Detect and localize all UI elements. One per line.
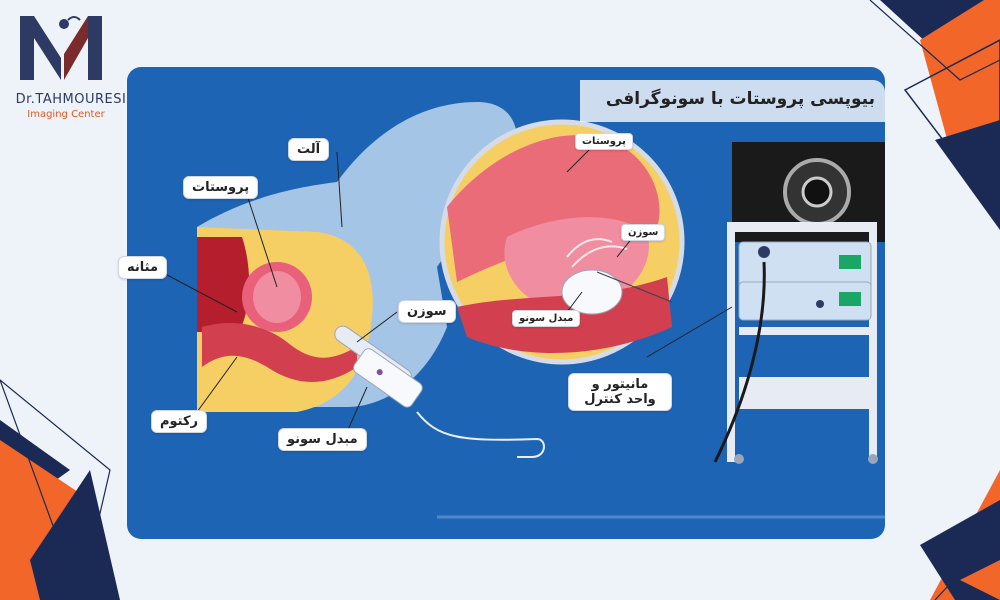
label-zoom-prostate: پروستات (575, 133, 633, 150)
label-transducer: مبدل سونو (278, 428, 367, 451)
label-bladder: مثانه (118, 256, 168, 279)
logo: Dr.TAHMOURESI Imaging Center (6, 8, 126, 128)
illustration-panel (127, 67, 885, 539)
control-unit-bottom (738, 281, 872, 321)
label-prostate: پروستات (183, 176, 259, 199)
prostate-biopsy-illustration (151, 102, 885, 519)
logo-brand-text: Dr.TAHMOURESI (15, 92, 127, 107)
label-zoom-transducer: مبدل سونو (512, 310, 581, 327)
transducer-probe-icon (334, 325, 423, 408)
cart-shelf (739, 377, 871, 409)
label-monitor-control-unit: مانیتور و واحد کنترل (568, 373, 672, 411)
page-title: بیوپسی پروستات با سونوگرافی (580, 80, 885, 122)
page-title-text: بیوپسی پروستات با سونوگرافی (605, 89, 875, 109)
logo-subtitle: Imaging Center (27, 109, 105, 120)
label-rectum: رکتوم (151, 410, 208, 433)
logo-mark-icon (20, 16, 102, 80)
label-alat: آلت (288, 138, 330, 161)
rectum-shape (202, 322, 357, 382)
label-zoom-needle: سوزن (621, 224, 666, 241)
label-needle: سوزن (398, 300, 456, 323)
bladder-shape (197, 237, 250, 332)
